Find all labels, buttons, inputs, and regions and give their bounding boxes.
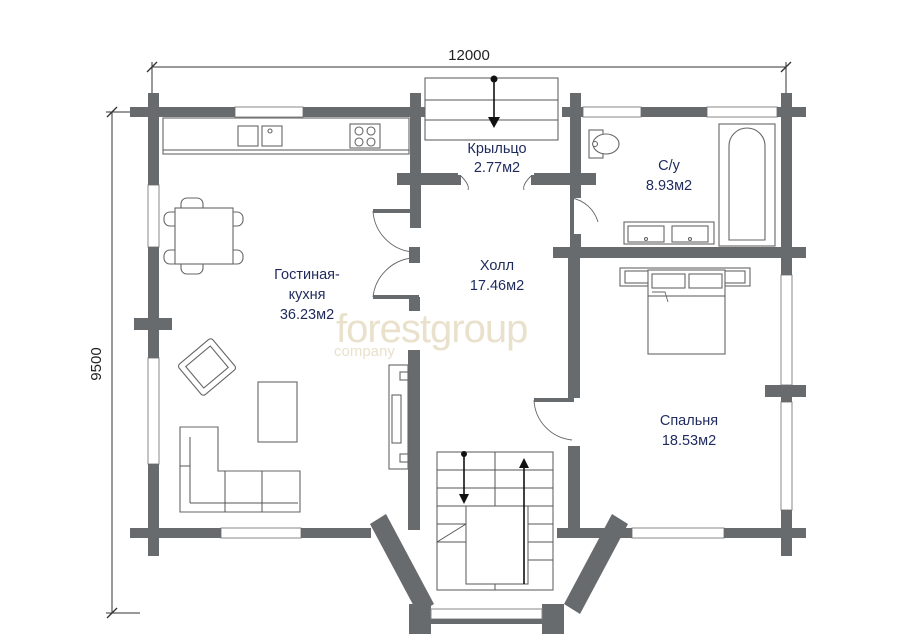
tv-unit: [388, 364, 409, 470]
width-dimension-label: 12000: [448, 47, 490, 64]
bathroom-area: 8.93м2: [646, 178, 692, 194]
bedroom-area: 18.53м2: [662, 433, 716, 449]
dimension-lines: [106, 61, 792, 619]
bathtub: [718, 123, 776, 247]
hall-area: 17.46м2: [470, 278, 524, 294]
bedroom-name: Спальня: [660, 413, 718, 429]
toilet: [588, 129, 620, 159]
stair-up-arrow-icon: [519, 458, 529, 584]
living-area: 36.23м2: [280, 307, 334, 323]
dining-table: [163, 197, 244, 275]
living-name-line2: кухня: [289, 287, 326, 303]
stair-down-arrow-icon: [459, 451, 469, 504]
washbasins: [623, 221, 715, 245]
coffee-table: [257, 381, 298, 443]
porch-steps: [424, 77, 559, 141]
watermark-brand: forestgroup: [336, 307, 527, 351]
walls: [130, 93, 806, 634]
living-name-line1: Гостиная-: [274, 267, 340, 283]
corner-sofa: [179, 426, 301, 513]
armchair: [177, 338, 237, 396]
bed: [619, 267, 751, 355]
porch-area: 2.77м2: [474, 160, 520, 176]
entrance-arrow-icon: [488, 75, 500, 128]
hall-name: Холл: [480, 258, 514, 274]
porch-name: Крыльцо: [467, 141, 526, 157]
kitchen-counter: [162, 117, 410, 155]
doors: [372, 175, 599, 441]
bathroom-name: С/у: [658, 158, 681, 174]
height-dimension-label: 9500: [88, 347, 105, 380]
staircase: [436, 451, 554, 591]
watermark-sub: company: [334, 343, 395, 360]
